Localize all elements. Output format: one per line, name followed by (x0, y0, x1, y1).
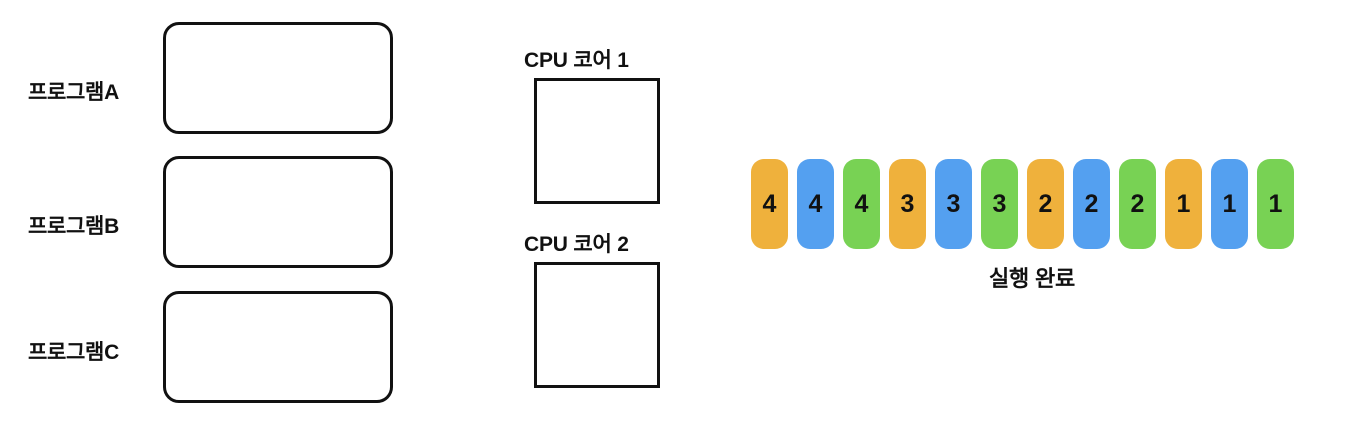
program-row: 프로그램A (0, 22, 400, 134)
program-box[interactable] (163, 291, 393, 403)
program-row: 프로그램C (0, 291, 400, 403)
program-box[interactable] (163, 156, 393, 268)
queue-pill-green[interactable]: 4 (843, 159, 880, 249)
queue-pill-orange[interactable]: 3 (889, 159, 926, 249)
program-box[interactable] (163, 22, 393, 134)
queue-pill-orange[interactable]: 4 (751, 159, 788, 249)
queue-pill-green[interactable]: 2 (1119, 159, 1156, 249)
cpu-core-title: CPU 코어 2 (524, 233, 629, 256)
queue-pill-blue[interactable]: 1 (1211, 159, 1248, 249)
cpu-core-box[interactable] (534, 78, 660, 204)
queue-pill-blue[interactable]: 3 (935, 159, 972, 249)
queue-pill-blue[interactable]: 2 (1073, 159, 1110, 249)
queue-pill-green[interactable]: 3 (981, 159, 1018, 249)
queue-pill-orange[interactable]: 2 (1027, 159, 1064, 249)
cpu-core-title: CPU 코어 1 (524, 49, 629, 72)
program-label: 프로그램A (28, 81, 119, 104)
completed-queue-caption: 실행 완료 (988, 266, 1076, 291)
queue-pill-green[interactable]: 1 (1257, 159, 1294, 249)
program-label: 프로그램B (28, 215, 119, 238)
program-label: 프로그램C (28, 341, 119, 364)
queue-pill-orange[interactable]: 1 (1165, 159, 1202, 249)
queue-pill-blue[interactable]: 4 (797, 159, 834, 249)
cpu-core-box[interactable] (534, 262, 660, 388)
program-row: 프로그램B (0, 156, 400, 268)
